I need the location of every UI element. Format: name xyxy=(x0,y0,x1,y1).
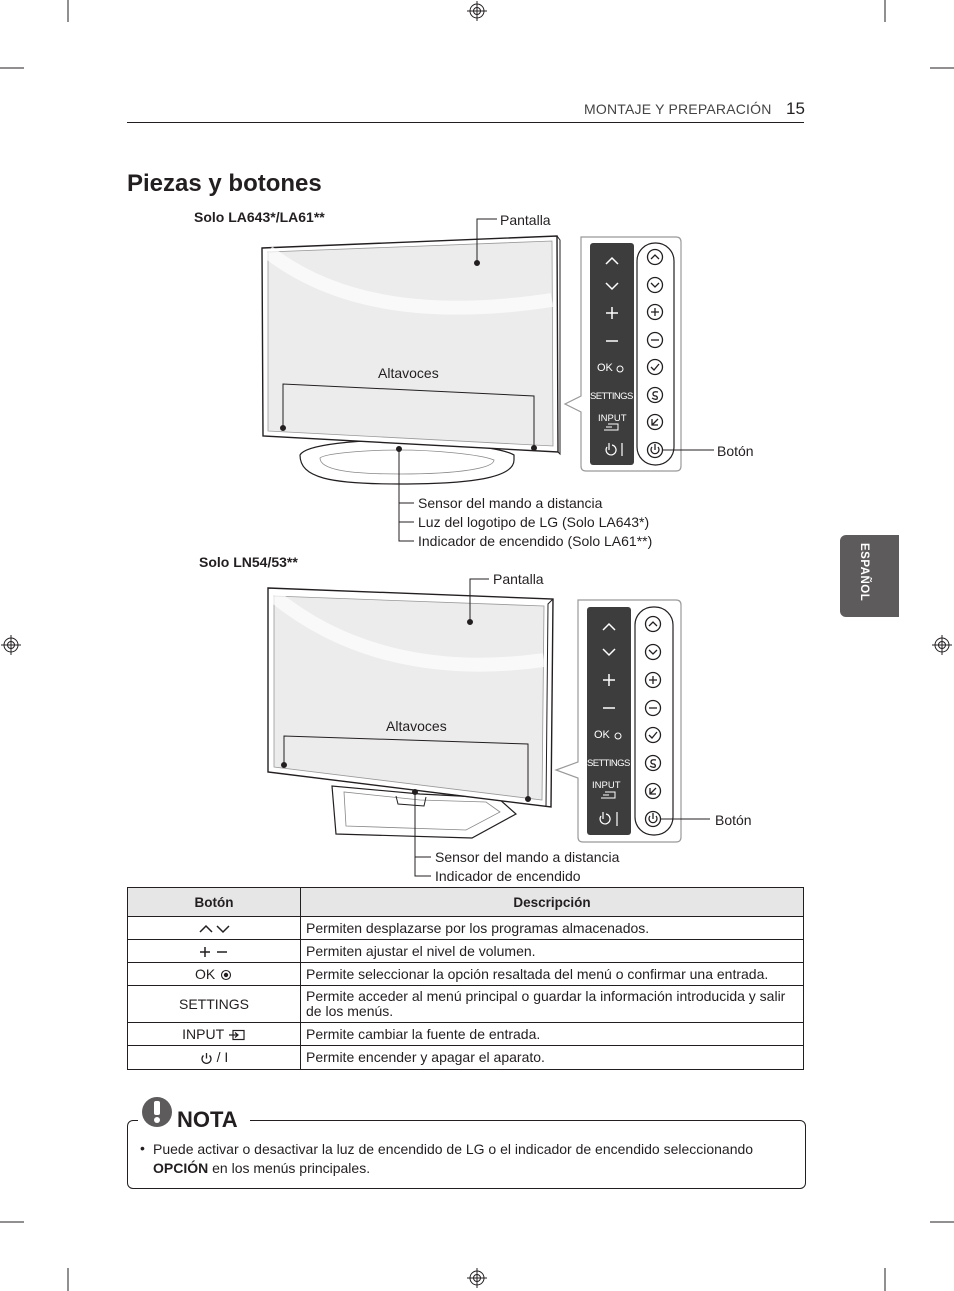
model1-settings-label: SETTINGS xyxy=(590,391,633,402)
tv1-button-panel xyxy=(563,236,714,472)
note-bullet: • xyxy=(140,1140,145,1156)
table-row: OK Permite seleccionar la opción resalta… xyxy=(127,962,804,986)
table-row: Permiten desplazarse por los programas a… xyxy=(127,916,804,940)
model1-callout-logo: Luz del logotipo de LG (Solo LA643*) xyxy=(418,514,650,530)
page-title: Piezas y botones xyxy=(127,170,322,197)
note-title: NOTA xyxy=(177,1107,238,1132)
note-text: Puede activar o desactivar la luz de enc… xyxy=(153,1140,793,1178)
model1-input-label: INPUT xyxy=(598,413,627,424)
model2-pantalla-label: Pantalla xyxy=(493,571,544,587)
model1-callout-sensor: Sensor del mando a distancia xyxy=(418,495,603,511)
button-cell: SETTINGS xyxy=(127,985,301,1023)
model2-boton-label: Botón xyxy=(715,812,752,828)
button-cell xyxy=(127,939,301,963)
table-row: INPUT Permite cambiar la fuente de entra… xyxy=(127,1022,804,1046)
button-cell xyxy=(127,916,301,940)
button-cell: OK xyxy=(127,962,301,986)
ok-circle-icon xyxy=(221,969,232,980)
description-cell: Permiten ajustar el nivel de volumen. xyxy=(300,939,804,963)
note-text-bold: OPCIÓN xyxy=(153,1160,209,1176)
model2-input-label: INPUT xyxy=(592,780,621,791)
model2-callout-sensor: Sensor del mando a distancia xyxy=(435,849,620,865)
table-header-button: Botón xyxy=(127,887,301,917)
tv2-button-panel xyxy=(554,599,710,843)
model2-altavoces-label: Altavoces xyxy=(386,718,447,734)
table-row: / I Permite encender y apagar el aparato… xyxy=(127,1045,804,1070)
chevron-up-down-icon xyxy=(199,924,230,933)
model1-subtitle: Solo LA643*/LA61** xyxy=(194,209,325,225)
input-icon xyxy=(228,1029,245,1040)
header-section: MONTAJE Y PREPARACIÓN xyxy=(584,101,772,117)
ok-label: OK xyxy=(194,965,216,982)
model1-pantalla-label: Pantalla xyxy=(500,212,551,228)
page-number: 15 xyxy=(786,99,805,118)
model1-ok-label: OK xyxy=(597,362,613,374)
description-cell: Permite seleccionar la opción resaltada … xyxy=(300,962,804,986)
note-text-start: Puede activar o desactivar la luz de enc… xyxy=(153,1141,754,1157)
description-cell: Permiten desplazarse por los programas a… xyxy=(300,916,804,940)
tv2-illustration xyxy=(267,578,554,877)
model1-boton-label: Botón xyxy=(717,443,754,459)
header-rule xyxy=(127,122,804,123)
table-row: Permiten ajustar el nivel de volumen. xyxy=(127,939,804,963)
language-tab: ESPAÑOL xyxy=(840,535,899,617)
note-box xyxy=(127,1120,806,1189)
model1-altavoces-label: Altavoces xyxy=(378,365,439,381)
table-header-description: Descripción xyxy=(300,887,804,917)
description-cell: Permite encender y apagar el aparato. xyxy=(300,1045,804,1070)
plus-minus-icon xyxy=(200,946,227,957)
buttons-table: Botón Descripción Permiten desplazarse p… xyxy=(127,887,804,1070)
tv1-illustration xyxy=(261,218,561,542)
model1-callout-indicator: Indicador de encendido (Solo LA61**) xyxy=(418,533,653,549)
power-icon xyxy=(201,1052,212,1064)
power-label: / I xyxy=(216,1049,229,1065)
model2-ok-label: OK xyxy=(594,729,610,741)
button-cell: / I xyxy=(127,1045,301,1070)
input-label: INPUT xyxy=(182,1025,224,1042)
note-text-end: en los menús principales. xyxy=(208,1160,371,1176)
description-cell: Permite acceder al menú principal o guar… xyxy=(300,985,804,1023)
model2-callout-indicator: Indicador de encendido xyxy=(435,868,581,884)
button-cell: INPUT xyxy=(127,1022,301,1046)
description-cell: Permite cambiar la fuente de entrada. xyxy=(300,1022,804,1046)
model2-settings-label: SETTINGS xyxy=(587,758,630,769)
table-row: SETTINGS Permite acceder al menú princip… xyxy=(127,985,804,1023)
language-tab-label: ESPAÑOL xyxy=(858,543,870,602)
model2-subtitle: Solo LN54/53** xyxy=(199,554,298,570)
